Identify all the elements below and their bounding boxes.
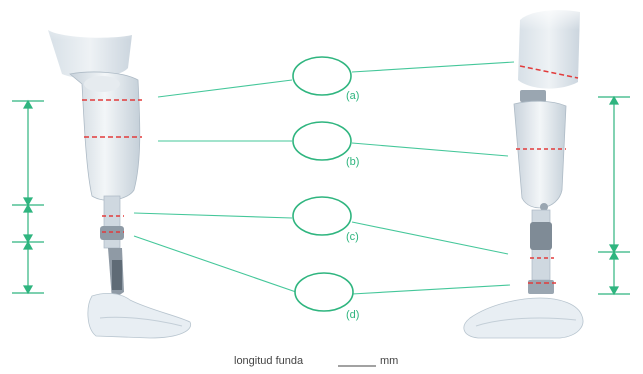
left-pylon (103, 195, 121, 249)
answer-ovals (292, 56, 354, 312)
left-thigh (48, 30, 132, 79)
label-a: (a) (346, 90, 359, 102)
right-prosthesis (463, 0, 595, 339)
answer-oval-b[interactable] (292, 121, 352, 161)
footer-length-label: longitud funda (234, 355, 304, 367)
left-socket (69, 71, 141, 201)
footer-unit: mm (380, 355, 398, 367)
label-d: (d) (346, 309, 359, 321)
right-marker-a (519, 65, 579, 79)
left-dimension-arrows (12, 99, 44, 295)
right-dimension-arrows (598, 95, 630, 296)
answer-oval-a[interactable] (292, 56, 352, 96)
left-foot (87, 292, 192, 339)
answer-oval-c[interactable] (292, 196, 352, 236)
leader-lines (133, 61, 515, 295)
left-prosthesis (40, 0, 192, 339)
label-c: (c) (346, 231, 359, 243)
label-b: (b) (346, 156, 359, 168)
right-socket (513, 100, 567, 209)
answer-oval-d[interactable] (294, 272, 354, 312)
